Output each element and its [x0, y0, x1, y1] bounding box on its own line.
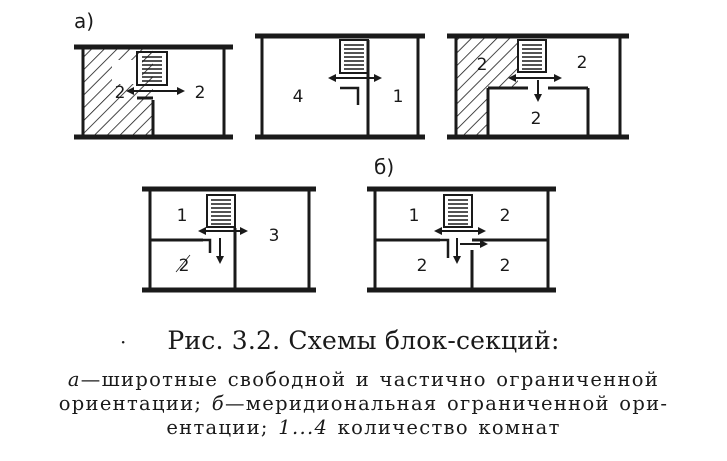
block-section-plans: а) б) 2 2	[74, 9, 629, 293]
caption-bullet: ·	[120, 330, 127, 354]
staircase	[136, 51, 168, 86]
caption-line: ентации; 1...4 количество комнат	[0, 416, 727, 440]
figure-description: а—широтные свободной и частично ограниче…	[0, 368, 727, 440]
room-count: 2	[179, 256, 190, 276]
plan-a1	[74, 44, 233, 140]
room-count: 2	[477, 55, 488, 75]
staircase	[443, 194, 473, 228]
caption-text: ентации;	[166, 416, 279, 439]
plan-b2	[367, 186, 556, 293]
room-count: 2	[500, 206, 511, 226]
stair-treads	[211, 199, 231, 225]
wall	[203, 238, 212, 253]
room-count: 2	[417, 256, 428, 276]
caption-italic: а	[67, 368, 81, 391]
room-count: 2	[500, 256, 511, 276]
staircase	[517, 39, 547, 73]
plan-a3	[447, 33, 629, 140]
caption-line: а—широтные свободной и частично ограниче…	[0, 368, 727, 392]
room-count: 3	[269, 226, 280, 246]
room-count: 2	[531, 109, 542, 129]
room-count: 1	[177, 206, 188, 226]
staircase	[206, 194, 236, 228]
figure-title: Рис. 3.2. Схемы блок-секций:	[167, 326, 560, 355]
room-count: 2	[577, 53, 588, 73]
group-label-b: б)	[374, 155, 394, 179]
wall	[340, 86, 360, 105]
caption-italic: 1...4	[278, 416, 329, 439]
room-count: 1	[393, 87, 404, 107]
group-label-a: а)	[74, 9, 94, 33]
stair-treads	[142, 56, 162, 82]
caption-text: —меридиональная ограниченной ори-	[224, 392, 669, 415]
hatched-area	[456, 38, 518, 137]
caption-line: ориентации; б—меридиональная ограниченно…	[0, 392, 727, 416]
stray-mark	[175, 254, 191, 273]
caption-text: количество комнат	[328, 416, 561, 439]
caption-text: —широтные свободной и частично ограничен…	[80, 368, 660, 391]
room-count: 1	[409, 206, 420, 226]
room-count: 2	[115, 83, 126, 103]
plan-a2	[255, 33, 425, 140]
caption-text: ориентации;	[58, 392, 212, 415]
stair-treads	[344, 44, 364, 70]
wall	[440, 238, 450, 250]
plan-b1	[142, 186, 316, 293]
stair-treads	[448, 199, 468, 225]
caption-italic: б	[211, 392, 225, 415]
stair-treads	[522, 44, 542, 70]
room-count: 4	[293, 87, 304, 107]
room-count: 2	[195, 83, 206, 103]
